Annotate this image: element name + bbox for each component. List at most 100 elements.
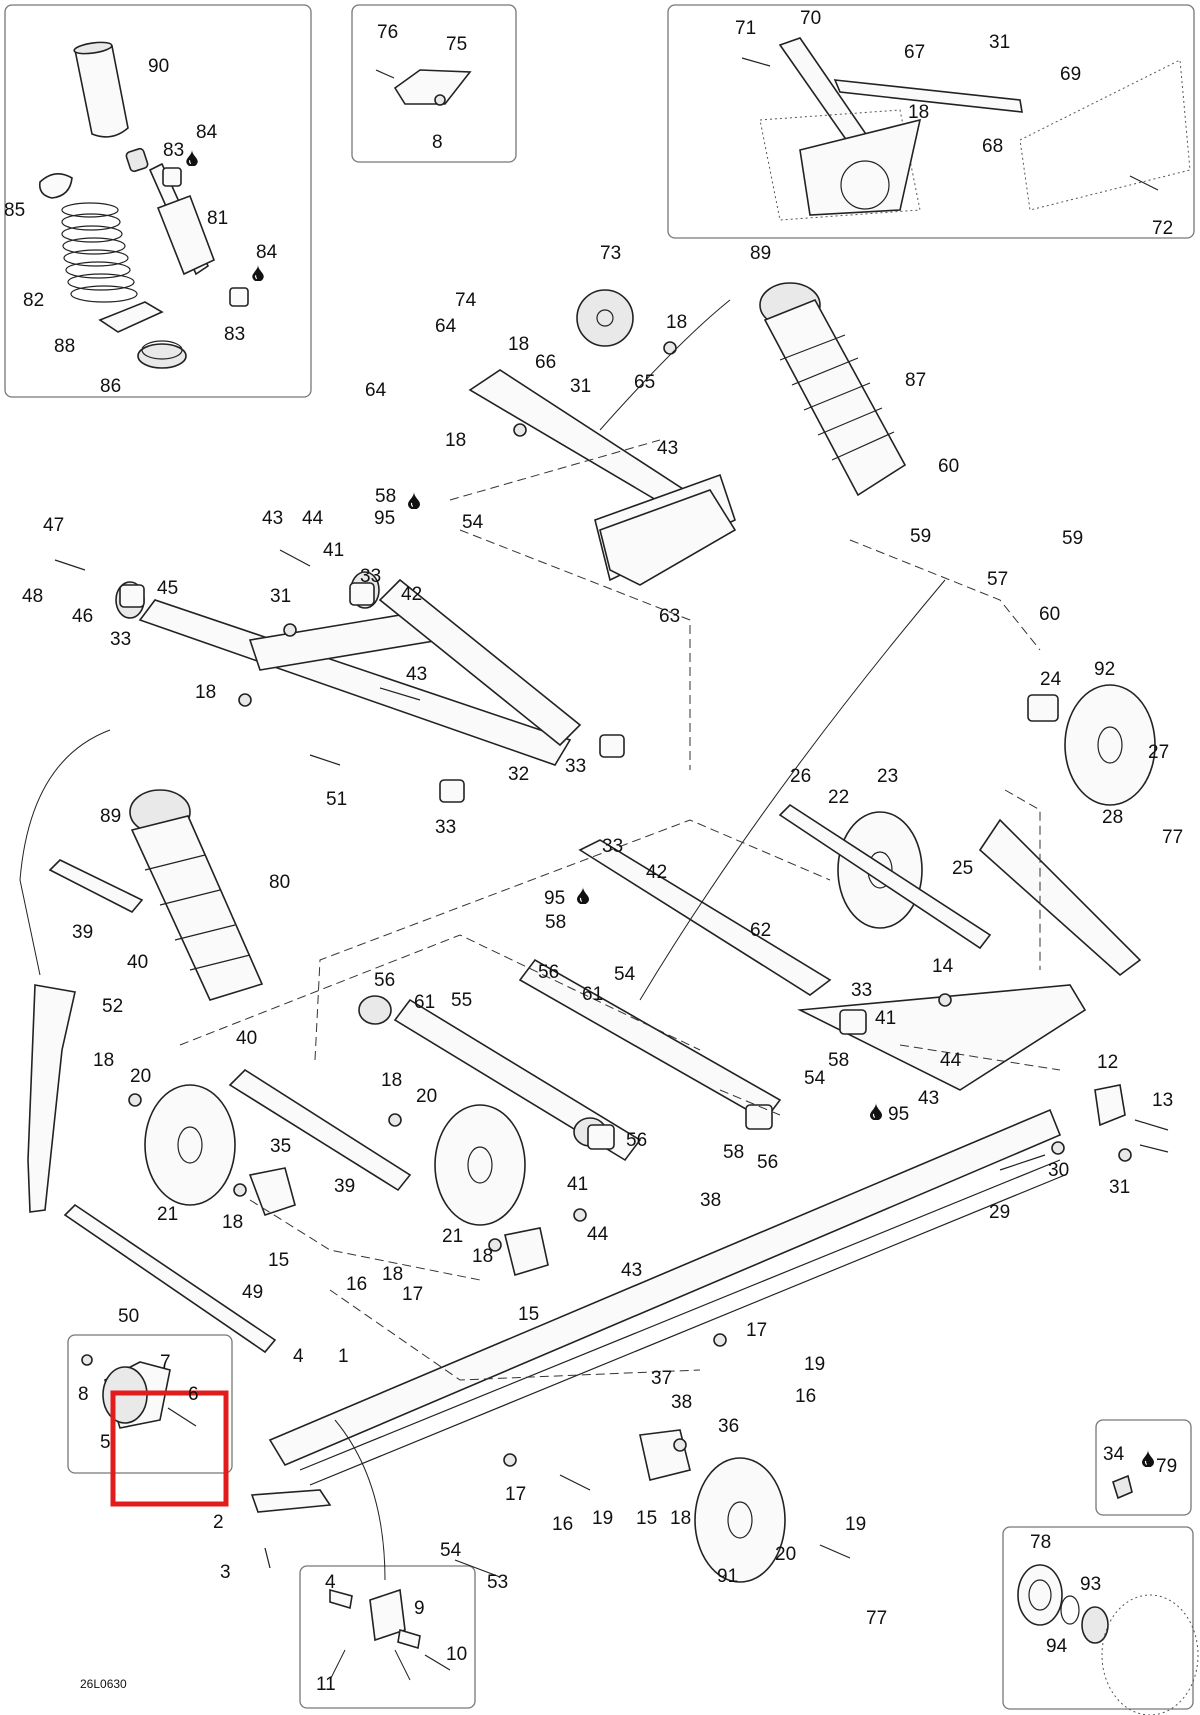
callout: 73	[600, 243, 621, 264]
callout: 21	[442, 1226, 463, 1247]
callout: 1	[338, 1346, 349, 1367]
callout: 18	[93, 1050, 114, 1071]
upper-arm-32	[115, 571, 582, 766]
highlight-box	[110, 1390, 229, 1507]
callout: 21	[157, 1204, 178, 1225]
callout: 43	[621, 1260, 642, 1281]
callout: 59	[1062, 528, 1083, 549]
callout: 50	[118, 1306, 139, 1327]
callout: 4	[293, 1346, 304, 1367]
callout: 33	[851, 980, 872, 1001]
callout: 18	[908, 102, 929, 123]
callout: 18	[445, 430, 466, 451]
callout: 12	[1097, 1052, 1118, 1073]
callout: 18	[666, 312, 687, 333]
oil-drop-icon	[408, 492, 420, 509]
callout: 25	[952, 858, 973, 879]
callout: 43	[262, 508, 283, 529]
callout: 18	[195, 682, 216, 703]
callout: 23	[877, 766, 898, 787]
shock-80	[129, 789, 264, 1001]
callout: 86	[100, 376, 121, 397]
relation-lines	[19, 299, 1061, 1681]
callout: 39	[72, 922, 93, 943]
callout: 58	[723, 1142, 744, 1163]
callout: 9	[414, 1598, 425, 1619]
callout: 77	[866, 1608, 887, 1629]
callout: 95	[544, 888, 565, 909]
callout: 78	[1030, 1532, 1051, 1553]
callout: 58	[375, 486, 396, 507]
callout: 18	[382, 1264, 403, 1285]
callout: 64	[365, 380, 387, 401]
spring-82	[61, 202, 138, 303]
callout: 33	[360, 566, 381, 587]
link-52	[27, 984, 76, 1213]
callout: 18	[472, 1246, 493, 1267]
callout: 87	[905, 370, 926, 391]
callout: 41	[567, 1174, 588, 1195]
callout: 4	[325, 1572, 336, 1593]
callout: 16	[552, 1514, 573, 1535]
callout: 56	[757, 1152, 778, 1173]
callout: 91	[717, 1566, 738, 1587]
callout: 3	[220, 1562, 231, 1583]
callout: 42	[401, 584, 422, 605]
callout: 79	[1156, 1456, 1177, 1477]
pad-9-inset	[299, 1565, 476, 1709]
callout: 30	[1048, 1160, 1069, 1181]
callout: 61	[582, 984, 603, 1005]
callout: 93	[1080, 1574, 1101, 1595]
callout: 38	[700, 1190, 721, 1211]
callout: 54	[462, 512, 484, 533]
callout: 75	[446, 34, 467, 55]
callout: 18	[508, 334, 529, 355]
shafts	[48, 582, 1142, 1354]
callout: 46	[72, 606, 93, 627]
callout: 32	[508, 764, 529, 785]
callout: 56	[538, 962, 559, 983]
callout: 8	[432, 132, 443, 153]
callout: 57	[987, 569, 1008, 590]
callout: 18	[670, 1508, 691, 1529]
callout: 18	[381, 1070, 402, 1091]
callout: 8	[78, 1384, 89, 1405]
callout: 5	[100, 1432, 111, 1453]
callout: 56	[626, 1130, 647, 1151]
callout: 95	[888, 1104, 909, 1125]
callout: 29	[989, 1202, 1010, 1223]
rear-arm-assembly	[358, 839, 832, 1162]
callout: 88	[54, 336, 75, 357]
callout: 20	[130, 1066, 151, 1087]
callout: 38	[671, 1392, 692, 1413]
bracket-75-inset	[351, 4, 517, 163]
callout: 71	[735, 18, 756, 39]
callout: 65	[634, 372, 655, 393]
callout-labels: 90 84 83 85 81 84 82 83 88 86 76 75 8 70…	[4, 8, 1183, 1695]
callout: 59	[910, 526, 931, 547]
callout: 34	[1103, 1444, 1125, 1465]
callout: 36	[718, 1416, 739, 1437]
callout: 60	[1039, 604, 1060, 625]
callout: 33	[110, 629, 131, 650]
callout: 20	[775, 1544, 796, 1565]
callout: 7	[160, 1352, 171, 1373]
callout: 37	[651, 1368, 672, 1389]
callout: 19	[804, 1354, 825, 1375]
callout: 6	[188, 1384, 199, 1405]
bearing-inset	[1002, 1526, 1199, 1715]
callout: 19	[592, 1508, 613, 1529]
callout: 66	[535, 352, 556, 373]
callout: 74	[455, 290, 477, 311]
callout: 90	[148, 56, 169, 77]
callout: 76	[377, 22, 398, 43]
callout: 77	[1162, 827, 1183, 848]
callout: 92	[1094, 659, 1115, 680]
grease-inset	[1095, 1419, 1192, 1516]
callout: 83	[224, 324, 245, 345]
callout: 85	[4, 200, 25, 221]
callout: 33	[565, 756, 586, 777]
front-arm-inset	[667, 4, 1195, 239]
callout: 11	[316, 1674, 336, 1695]
